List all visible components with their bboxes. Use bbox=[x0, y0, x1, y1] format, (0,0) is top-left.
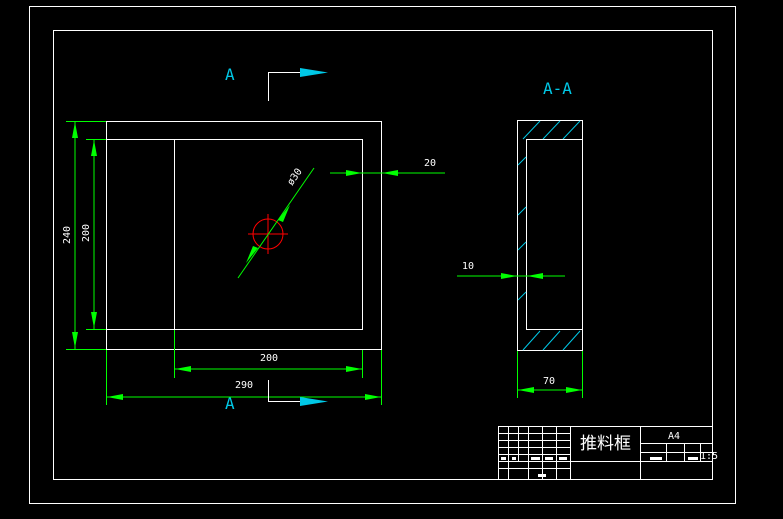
section-view: A-A 10 70 bbox=[457, 79, 583, 398]
dim-290-arrow-right bbox=[365, 394, 381, 400]
diameter-leader bbox=[237, 167, 315, 279]
hole-diameter-label: ø30 bbox=[285, 167, 304, 188]
part-name: 推料框 bbox=[580, 434, 631, 454]
dim-20-text: 20 bbox=[424, 158, 436, 169]
dim-10-arrow-left bbox=[501, 273, 517, 279]
dim-200-v-arrow-top bbox=[91, 140, 97, 156]
scale: 1:5 bbox=[700, 451, 718, 462]
sheet-size: A4 bbox=[668, 431, 680, 442]
section-inner-outline bbox=[526, 139, 583, 330]
dim-70-text: 70 bbox=[543, 376, 555, 387]
dim-200-v-text: 200 bbox=[81, 224, 92, 242]
section-label-bottom: A bbox=[225, 394, 235, 413]
inner-border bbox=[53, 30, 713, 480]
section-view-title: A-A bbox=[543, 79, 572, 98]
diameter-arrow-lower bbox=[246, 246, 258, 263]
hatch-bottom bbox=[522, 330, 581, 351]
hatch-left-wall bbox=[517, 156, 527, 301]
hatch-top bbox=[522, 120, 581, 140]
front-view: ø30 240 200 200 290 20 bbox=[62, 65, 445, 413]
section-arrow-bottom bbox=[300, 397, 328, 406]
dim-240-arrow-top bbox=[72, 122, 78, 138]
dim-290-arrow-left bbox=[107, 394, 123, 400]
dim-20-arrow-left bbox=[346, 170, 362, 176]
section-outer-outline bbox=[517, 120, 583, 351]
dim-200-h-arrow-left bbox=[175, 366, 191, 372]
diameter-arrow-upper bbox=[278, 205, 290, 222]
outer-frame-outline bbox=[106, 121, 382, 350]
dim-290-text: 290 bbox=[235, 380, 253, 391]
dim-70-arrow-right bbox=[566, 387, 582, 393]
dim-200-h-arrow-right bbox=[346, 366, 362, 372]
dim-200-v-arrow-bottom bbox=[91, 312, 97, 328]
dim-200-h-text: 200 bbox=[260, 353, 278, 364]
title-block-frame bbox=[498, 426, 713, 480]
dim-240-text: 240 bbox=[62, 226, 73, 244]
dim-10-arrow-right bbox=[527, 273, 543, 279]
dim-10-text: 10 bbox=[462, 261, 474, 272]
section-arrow-top bbox=[300, 68, 328, 77]
dim-20-arrow-right bbox=[382, 170, 398, 176]
title-block: 推料框 A4 1:5 bbox=[498, 426, 718, 480]
title-block-filled-cells bbox=[501, 457, 698, 477]
dim-70-arrow-left bbox=[518, 387, 534, 393]
dim-240-arrow-bottom bbox=[72, 332, 78, 348]
inner-frame-outline bbox=[174, 139, 363, 330]
title-block-grid-left bbox=[498, 426, 712, 479]
outer-border bbox=[29, 6, 736, 504]
section-label-top: A bbox=[225, 65, 235, 84]
